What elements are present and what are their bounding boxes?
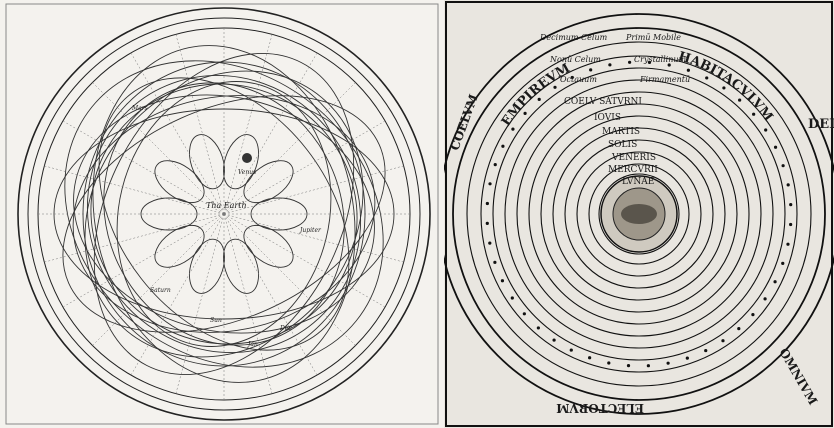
outer-word-dei: DEI (808, 117, 834, 132)
outer-word-electorum: ELECTORVM (556, 401, 644, 415)
sphere-label-decimum: Decimum Celum (539, 33, 608, 42)
sphere-label-firmamentum: Firmamentū (639, 75, 690, 84)
celestial-spheres-diagram: EMPIREVM HABITACVLVM DEI COELVM OMNIVM E… (444, 0, 834, 428)
venus-label: Venus (238, 169, 256, 176)
sphere-label-nonum: Nonū Celum (549, 55, 601, 64)
small-label-2: Jupiter (298, 227, 322, 234)
outer-word-omnium: OMNIVM (776, 346, 820, 407)
venus-marker (242, 153, 252, 163)
small-label-6: Dec (279, 325, 292, 332)
small-label-3: Saturn (150, 287, 171, 294)
sphere-label-veneris: VENERIS (611, 153, 656, 163)
sphere-label-solis: SOLIS (608, 140, 637, 150)
sphere-label-crystallinum: Crystallinum (634, 55, 687, 64)
sphere-label-martis: MARTIS (602, 127, 640, 137)
epicycle-diagram: Tha Earth Venus Mars Jupiter Saturn Sun … (0, 0, 444, 428)
small-label-1: Mars (131, 105, 148, 112)
sphere-label-saturni: COELV SATVRNI (564, 97, 642, 107)
sphere-label-octauum: Octauum (560, 75, 597, 84)
outer-word-coelum: COELVM (448, 92, 481, 152)
sphere-label-lunae: LVNAE (622, 177, 654, 187)
small-label-5: Jan (246, 341, 258, 348)
sphere-label-iovis: IOVIS (594, 113, 621, 123)
epicycle-diagram-panel: Tha Earth Venus Mars Jupiter Saturn Sun … (0, 0, 444, 428)
celestial-spheres-panel: EMPIREVM HABITACVLVM DEI COELVM OMNIVM E… (444, 0, 834, 428)
outer-word-habitaculum: HABITACVLVM (676, 49, 775, 124)
small-label-4: Sun (210, 317, 222, 324)
earth-label: Tha Earth (206, 201, 247, 210)
sphere-label-mercurii: MERCVRII (608, 165, 658, 175)
sphere-label-primum-mobile: Primū Mobile (625, 33, 681, 42)
